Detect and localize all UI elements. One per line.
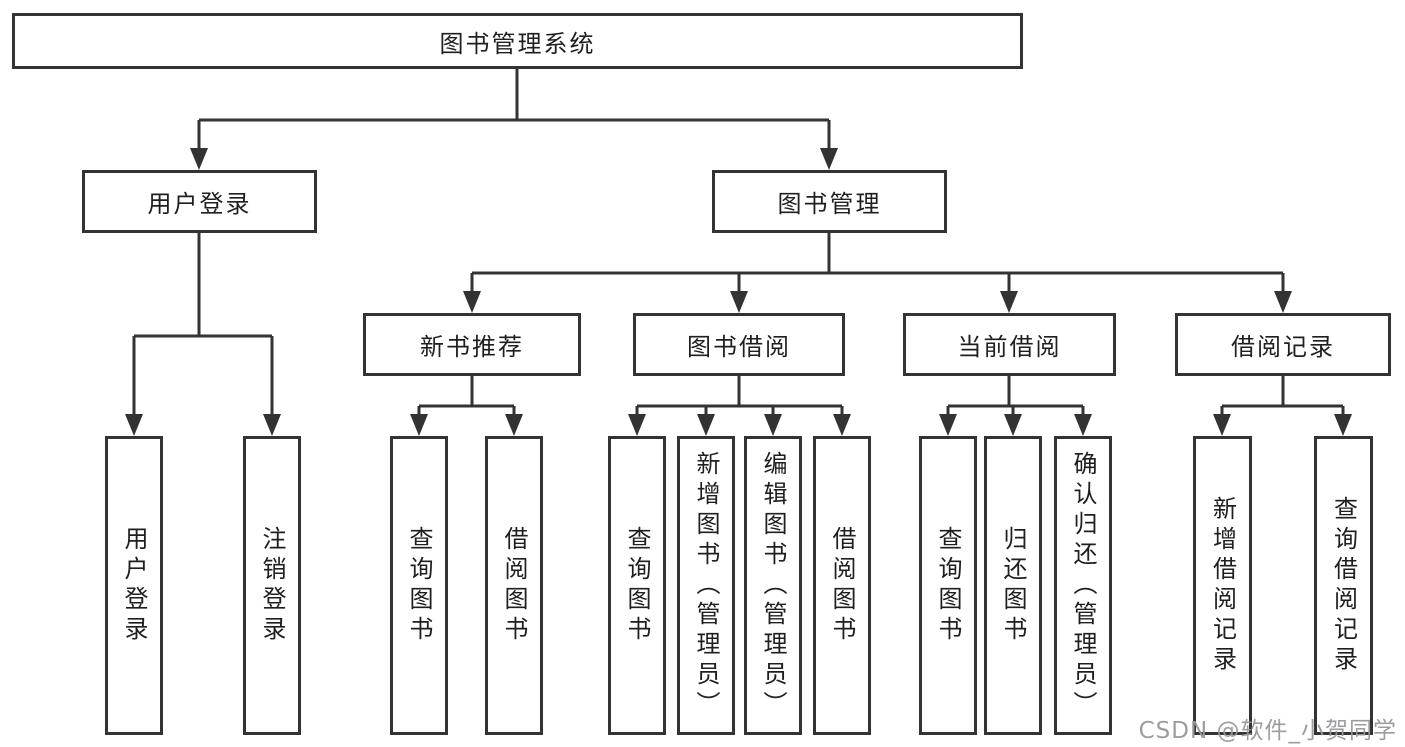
leaf-user-login-label: 用户登录: [120, 525, 148, 646]
leaf-query-book-rec-label: 查询图书: [405, 525, 433, 646]
leaf-add-book-admin: 新增图书（管理员）: [677, 436, 735, 735]
node-borrow-records-label: 借阅记录: [1231, 333, 1335, 361]
leaf-query-borrow-record: 查询借阅记录: [1314, 436, 1373, 735]
leaf-borrow-book-label: 借阅图书: [828, 525, 856, 646]
node-current-borrow-label: 当前借阅: [957, 333, 1062, 361]
leaf-add-book-admin-label: 新增图书（管理员）: [692, 450, 720, 721]
leaf-query-book-rec: 查询图书: [390, 436, 448, 735]
leaf-edit-book-admin: 编辑图书（管理员）: [744, 436, 802, 735]
node-book-management-label: 图书管理: [777, 190, 882, 218]
node-new-book-recommend-label: 新书推荐: [420, 333, 524, 361]
node-book-borrow-label: 图书借阅: [687, 333, 791, 361]
leaf-query-borrow-record-label: 查询借阅记录: [1329, 495, 1358, 676]
leaf-query-book-borrow-label: 查询图书: [623, 525, 651, 646]
leaf-add-borrow-record: 新增借阅记录: [1193, 436, 1252, 735]
csdn-watermark: CSDN @软件_小贺同学: [1138, 718, 1397, 744]
leaf-user-login: 用户登录: [105, 436, 163, 735]
leaf-return-book: 归还图书: [984, 436, 1042, 735]
leaf-query-book-current-label: 查询图书: [934, 525, 962, 646]
leaf-borrow-book-rec-label: 借阅图书: [500, 525, 528, 646]
leaf-confirm-return-admin: 确认归还（管理员）: [1054, 436, 1112, 735]
leaf-confirm-return-admin-label: 确认归还（管理员）: [1069, 450, 1097, 721]
leaf-query-book-current: 查询图书: [919, 436, 977, 735]
leaf-borrow-book-rec: 借阅图书: [485, 436, 543, 735]
leaf-edit-book-admin-label: 编辑图书（管理员）: [759, 450, 787, 721]
leaf-borrow-book: 借阅图书: [813, 436, 871, 735]
node-root: 图书管理系统: [12, 13, 1023, 69]
node-user-login: 用户登录: [82, 170, 317, 233]
node-user-login-label: 用户登录: [147, 190, 252, 218]
leaf-add-borrow-record-label: 新增借阅记录: [1208, 495, 1237, 676]
leaf-logout-label: 注销登录: [258, 525, 286, 646]
leaf-query-book-borrow: 查询图书: [608, 436, 666, 735]
leaf-logout: 注销登录: [243, 436, 301, 735]
node-root-label: 图书管理系统: [439, 29, 596, 58]
node-book-management: 图书管理: [712, 170, 947, 233]
arrowheads: [125, 148, 1352, 436]
node-current-borrow: 当前借阅: [903, 313, 1116, 376]
node-new-book-recommend: 新书推荐: [363, 313, 581, 376]
node-borrow-records: 借阅记录: [1175, 313, 1391, 376]
node-book-borrow: 图书借阅: [633, 313, 845, 376]
leaf-return-book-label: 归还图书: [999, 525, 1027, 646]
